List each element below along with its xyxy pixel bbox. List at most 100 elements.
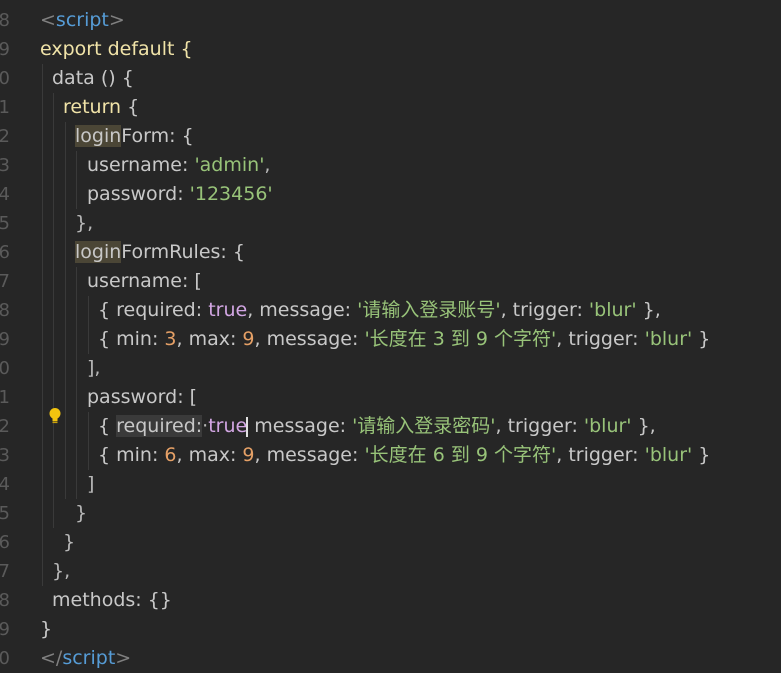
code-token: login bbox=[75, 125, 122, 147]
code-line[interactable]: }, bbox=[0, 209, 781, 238]
text-cursor bbox=[246, 416, 249, 437]
code-token: 9 bbox=[242, 328, 255, 350]
code-token: < bbox=[40, 9, 56, 31]
line-number: 0 bbox=[0, 358, 10, 379]
code-token: login bbox=[75, 241, 122, 263]
code-line[interactable]: password: [ bbox=[0, 383, 781, 412]
indent-guide bbox=[53, 93, 54, 528]
code-token: · bbox=[202, 415, 209, 437]
code-line[interactable]: { min: 6, max: 9, message: '长度在 6 到 9 个字… bbox=[0, 441, 781, 470]
code-token: , trigger: bbox=[556, 328, 645, 350]
code-token: export default { bbox=[40, 38, 193, 60]
code-line[interactable]: } bbox=[0, 615, 781, 644]
code-token: return bbox=[63, 96, 122, 118]
code-token: </ bbox=[40, 647, 63, 669]
line-number: 9 bbox=[0, 619, 10, 640]
code-line[interactable]: return { bbox=[0, 93, 781, 122]
code-token: ], bbox=[87, 357, 101, 379]
code-token: } bbox=[692, 444, 711, 466]
code-token: , message: bbox=[254, 444, 365, 466]
code-token: }, bbox=[75, 212, 94, 234]
code-line[interactable]: loginFormRules: { bbox=[0, 238, 781, 267]
code-line[interactable]: ], bbox=[0, 354, 781, 383]
line-number: 7 bbox=[0, 561, 10, 582]
code-token: } bbox=[692, 328, 711, 350]
code-token: password: [ bbox=[87, 386, 198, 408]
code-token: , message: bbox=[254, 328, 365, 350]
code-line[interactable]: } bbox=[0, 528, 781, 557]
line-number: 9 bbox=[0, 329, 10, 350]
code-token: 'blur' bbox=[644, 328, 693, 350]
code-token: message: bbox=[248, 415, 353, 437]
line-number: 8 bbox=[0, 10, 10, 31]
code-line[interactable]: </script> bbox=[0, 644, 781, 673]
code-token: true bbox=[208, 299, 248, 321]
code-line[interactable]: export default { bbox=[0, 35, 781, 64]
line-number: 2 bbox=[0, 126, 10, 147]
code-token: } bbox=[63, 531, 76, 553]
code-token: script bbox=[62, 647, 116, 669]
code-line[interactable]: ] bbox=[0, 470, 781, 499]
code-token: '请输入登录账号' bbox=[357, 299, 501, 321]
line-number: 2 bbox=[0, 416, 10, 437]
line-number: 1 bbox=[0, 387, 10, 408]
code-token: 'blur' bbox=[583, 415, 632, 437]
indent-guide bbox=[88, 296, 89, 354]
code-line[interactable]: }, bbox=[0, 557, 781, 586]
code-token: '123456' bbox=[189, 183, 273, 205]
line-number: 8 bbox=[0, 300, 10, 321]
code-token: , max: bbox=[176, 444, 243, 466]
code-token: , bbox=[264, 154, 271, 176]
code-token: script bbox=[55, 9, 109, 31]
code-token: }, bbox=[631, 415, 656, 437]
code-token: { bbox=[98, 415, 117, 437]
code-token: 'blur' bbox=[644, 444, 693, 466]
line-number: 6 bbox=[0, 532, 10, 553]
code-token: data () { bbox=[52, 67, 134, 89]
code-token: { bbox=[121, 96, 140, 118]
code-line[interactable]: <script> bbox=[0, 6, 781, 35]
line-number: 6 bbox=[0, 242, 10, 263]
code-line[interactable]: { required:·true message: '请输入登录密码', tri… bbox=[0, 412, 781, 441]
code-token: > bbox=[115, 647, 132, 669]
code-line[interactable]: } bbox=[0, 499, 781, 528]
code-token: , trigger: bbox=[556, 444, 645, 466]
code-line[interactable]: { required: true, message: '请输入登录账号', tr… bbox=[0, 296, 781, 325]
line-number: 4 bbox=[0, 474, 10, 495]
code-token: methods: {} bbox=[52, 589, 172, 611]
code-token: 6 bbox=[164, 444, 177, 466]
code-token: '长度在 6 到 9 个字符' bbox=[364, 444, 557, 466]
code-token: }, bbox=[636, 299, 661, 321]
code-token: username: [ bbox=[87, 270, 202, 292]
line-number: 5 bbox=[0, 503, 10, 524]
line-number: 0 bbox=[0, 68, 10, 89]
code-token: 9 bbox=[242, 444, 255, 466]
indent-guide bbox=[65, 122, 66, 499]
code-line[interactable]: password: '123456' bbox=[0, 180, 781, 209]
code-token: 'admin' bbox=[194, 154, 265, 176]
code-token: Form: { bbox=[121, 125, 194, 147]
code-token: { min: bbox=[98, 444, 165, 466]
code-line[interactable]: data () { bbox=[0, 64, 781, 93]
code-line[interactable]: username: 'admin', bbox=[0, 151, 781, 180]
code-token: > bbox=[108, 9, 125, 31]
code-line[interactable]: { min: 3, max: 9, message: '长度在 3 到 9 个字… bbox=[0, 325, 781, 354]
code-token: }, bbox=[52, 560, 71, 582]
code-token: , trigger: bbox=[495, 415, 584, 437]
code-token: } bbox=[75, 502, 88, 524]
code-token: username: bbox=[87, 154, 195, 176]
indent-guide bbox=[76, 267, 77, 499]
code-line[interactable]: methods: {} bbox=[0, 586, 781, 615]
indent-guide bbox=[88, 412, 89, 470]
code-token: 'blur' bbox=[588, 299, 637, 321]
lightbulb-icon[interactable] bbox=[48, 407, 62, 425]
code-token: { min: bbox=[98, 328, 165, 350]
line-number: 8 bbox=[0, 590, 10, 611]
code-token: 3 bbox=[164, 328, 177, 350]
code-token: required: bbox=[116, 415, 203, 437]
line-number: 3 bbox=[0, 155, 10, 176]
line-number: 5 bbox=[0, 213, 10, 234]
code-line[interactable]: username: [ bbox=[0, 267, 781, 296]
code-line[interactable]: loginForm: { bbox=[0, 122, 781, 151]
